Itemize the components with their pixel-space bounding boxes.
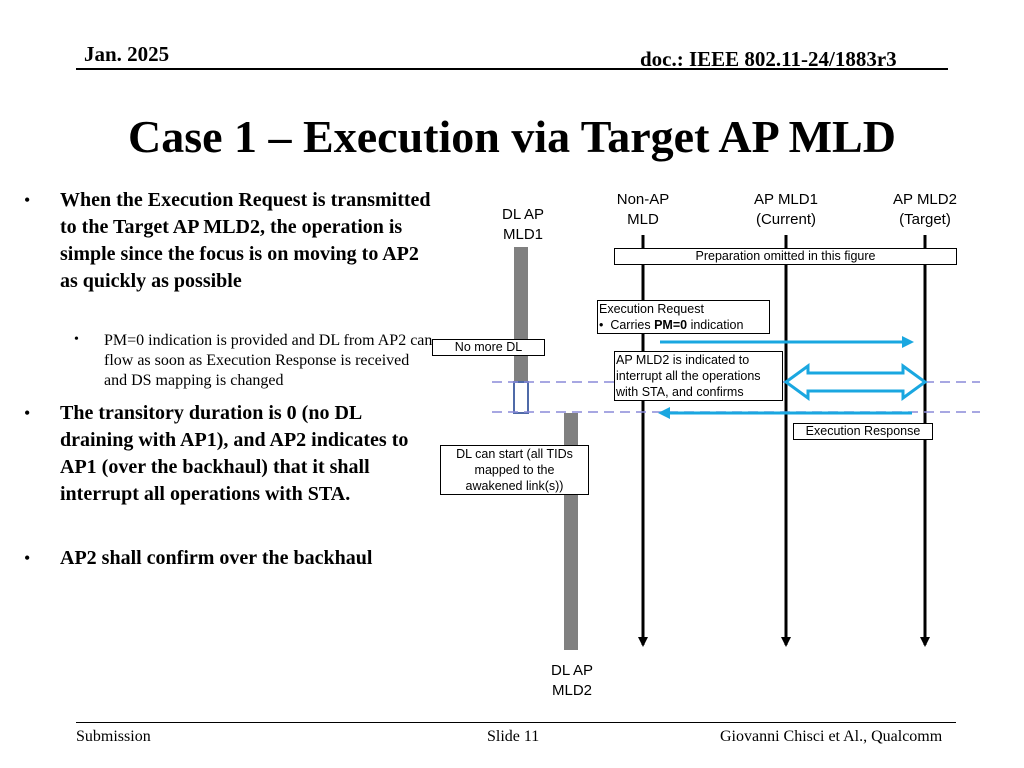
header-doc-id: doc.: IEEE 802.11-24/1883r3 — [640, 47, 897, 71]
dl-ap-mld2-label: DL AP MLD2 — [551, 662, 593, 699]
sub-bullet-1: PM=0 indication is provided and DL from … — [104, 332, 433, 389]
ap-mld1-label: AP MLD1 (Current) — [754, 191, 818, 228]
preparation-omitted-box: Preparation omitted in this figure — [614, 248, 957, 265]
footer-rule — [76, 722, 956, 723]
bullet-dot: • — [74, 332, 79, 347]
execution-response-box: Execution Response — [793, 423, 933, 440]
transition-gap-box — [513, 381, 529, 414]
carries-pm0-line: • Carries PM=0 indication — [599, 318, 744, 332]
execution-request-box: Execution Request • Carries PM=0 indicat… — [597, 300, 770, 334]
header-rule — [76, 68, 948, 70]
non-ap-mld-label: Non-AP MLD — [616, 191, 670, 228]
dl-ap-mld1-label: DL AP MLD1 — [502, 206, 544, 243]
dl-can-start-box: DL can start (all TIDs mapped to the awa… — [440, 445, 589, 495]
bullet-dot: • — [24, 548, 31, 568]
bullet-2: The transitory duration is 0 (no DL drai… — [60, 402, 409, 505]
footer-submission: Submission — [76, 728, 151, 745]
footer-slide-number: Slide 11 — [487, 728, 540, 745]
no-more-dl-box: No more DL — [432, 339, 545, 356]
execution-response-arrowhead — [658, 407, 670, 419]
dl-ap-mld1-bar — [514, 247, 528, 382]
bullet-1: When the Execution Request is transmitte… — [60, 189, 431, 292]
ap-mld2-label: AP MLD2 (Target) — [893, 191, 957, 228]
bullet-dot: • — [24, 403, 31, 423]
execution-request-arrowhead — [902, 336, 914, 348]
footer-author: Giovanni Chisci et Al., Qualcomm — [720, 728, 943, 745]
slide-title: Case 1 – Execution via Target AP MLD — [128, 111, 896, 162]
execution-request-label: Execution Request — [599, 302, 704, 316]
header-date: Jan. 2025 — [84, 42, 170, 66]
backhaul-double-arrow — [783, 363, 928, 401]
bullet-dot: • — [24, 190, 31, 210]
ap-mld2-indicated-box: AP MLD2 is indicated to interrupt all th… — [614, 351, 783, 401]
bullet-3: AP2 shall confirm over the backhaul — [60, 547, 373, 569]
